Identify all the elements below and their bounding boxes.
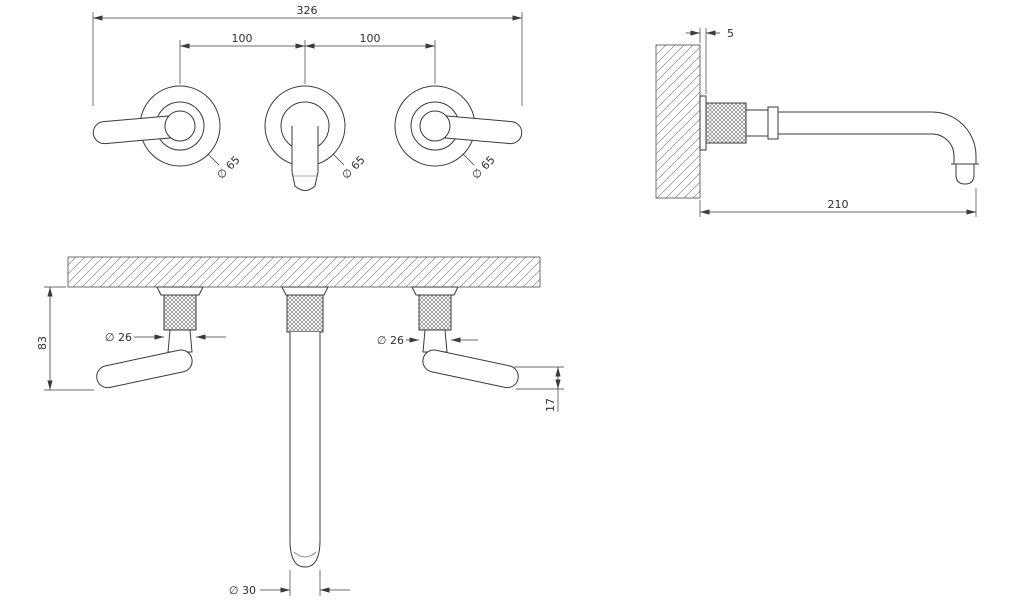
mounting-surface-section: [67, 256, 541, 288]
dim-label-100-left: 100: [232, 32, 253, 45]
dim-pitch: 100 100: [179, 32, 436, 84]
handle-left-installed: [96, 286, 204, 389]
dia-label-65-center: ∅ 65: [339, 153, 367, 181]
dim-label-326: 326: [297, 4, 318, 17]
wall-plate: [699, 95, 707, 151]
dim-label-100-right: 100: [360, 32, 381, 45]
dim-label-5: 5: [727, 27, 734, 40]
front-view: 326 100 100: [92, 4, 523, 191]
dia65-callouts: ∅ 65 ∅ 65 ∅ 65: [207, 153, 498, 182]
dim-overall-width: 326: [92, 4, 523, 106]
dia-label-30: ∅ 30: [229, 584, 256, 597]
spout-neck: [745, 109, 769, 137]
spout-collar: [767, 106, 779, 140]
installed-view: 83 ∅ 26 ∅ 26 17 ∅ 30: [36, 256, 564, 597]
dim-label-210: 210: [828, 198, 849, 211]
dim-spout-reach: 210: [699, 188, 977, 217]
dim-plate-thickness: 5: [686, 27, 734, 94]
dim-label-17: 17: [544, 398, 557, 412]
dim-dia30: ∅ 30: [229, 570, 350, 597]
knurled-body-side: [705, 102, 747, 144]
spout-front: [264, 85, 346, 191]
dia-label-65-right: ∅ 65: [469, 153, 497, 181]
handle-right-installed: [411, 286, 519, 389]
dim-dia26-right: ∅ 26: [377, 334, 478, 347]
dim-handle-end: 17: [514, 366, 564, 412]
dia-label-26-left: ∅ 26: [105, 331, 132, 344]
dia-label-26-right: ∅ 26: [377, 334, 404, 347]
spout-installed: [281, 286, 329, 568]
wall-section: [655, 44, 701, 199]
dim-dia26-left: ∅ 26: [105, 331, 226, 344]
spout-tube-side: [778, 111, 979, 185]
dim-label-83: 83: [36, 336, 49, 350]
dia-label-65-left: ∅ 65: [214, 153, 242, 181]
handle-left-front: [92, 85, 221, 167]
side-view: 5 210: [655, 27, 979, 217]
handle-right-front: [394, 85, 523, 167]
dim-drop-height: 83: [36, 286, 94, 391]
